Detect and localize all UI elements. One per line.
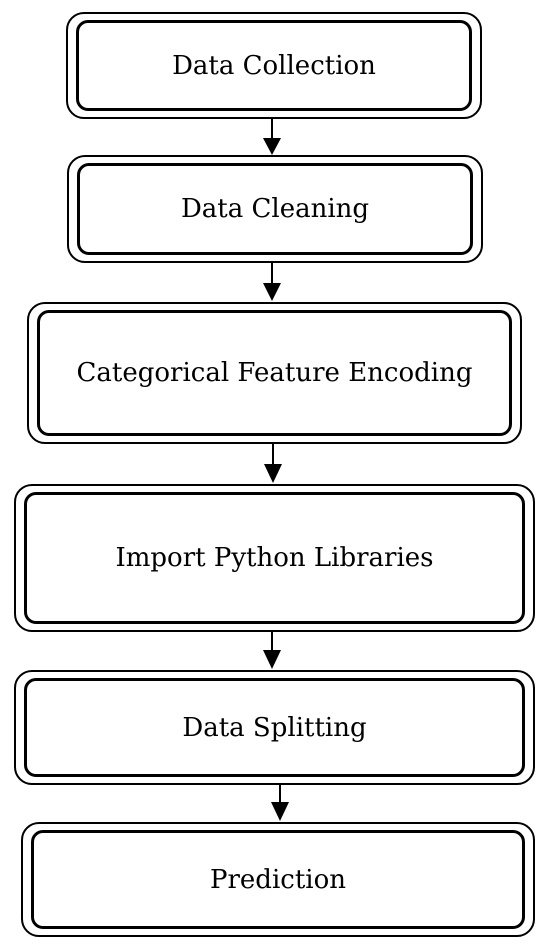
step-data-cleaning-inner: Data Cleaning (77, 163, 473, 255)
step-prediction-inner: Prediction (31, 830, 525, 929)
step-label: Categorical Feature Encoding (76, 358, 473, 388)
step-label: Data Collection (172, 50, 376, 81)
step-data-cleaning: Data Cleaning (67, 155, 483, 263)
step-label: Data Splitting (182, 712, 367, 743)
step-import-python-libraries: Import Python Libraries (14, 484, 535, 632)
arrow-cleaning-to-encoding (263, 263, 281, 301)
arrow-splitting-to-prediction (271, 785, 289, 821)
arrow-collection-to-cleaning (263, 119, 281, 155)
step-prediction: Prediction (21, 822, 535, 937)
arrow-encoding-to-import (264, 444, 282, 483)
step-data-collection: Data Collection (66, 12, 482, 119)
step-label: Prediction (210, 864, 346, 895)
step-label: Import Python Libraries (115, 543, 434, 573)
step-data-splitting-inner: Data Splitting (24, 678, 525, 777)
step-label: Data Cleaning (180, 194, 370, 224)
step-data-splitting: Data Splitting (14, 670, 535, 785)
step-categorical-feature-encoding: Categorical Feature Encoding (27, 302, 522, 444)
step-import-python-libraries-inner: Import Python Libraries (24, 492, 525, 624)
step-data-collection-inner: Data Collection (76, 20, 472, 111)
arrow-import-to-splitting (263, 632, 281, 669)
step-categorical-feature-encoding-inner: Categorical Feature Encoding (37, 310, 512, 436)
